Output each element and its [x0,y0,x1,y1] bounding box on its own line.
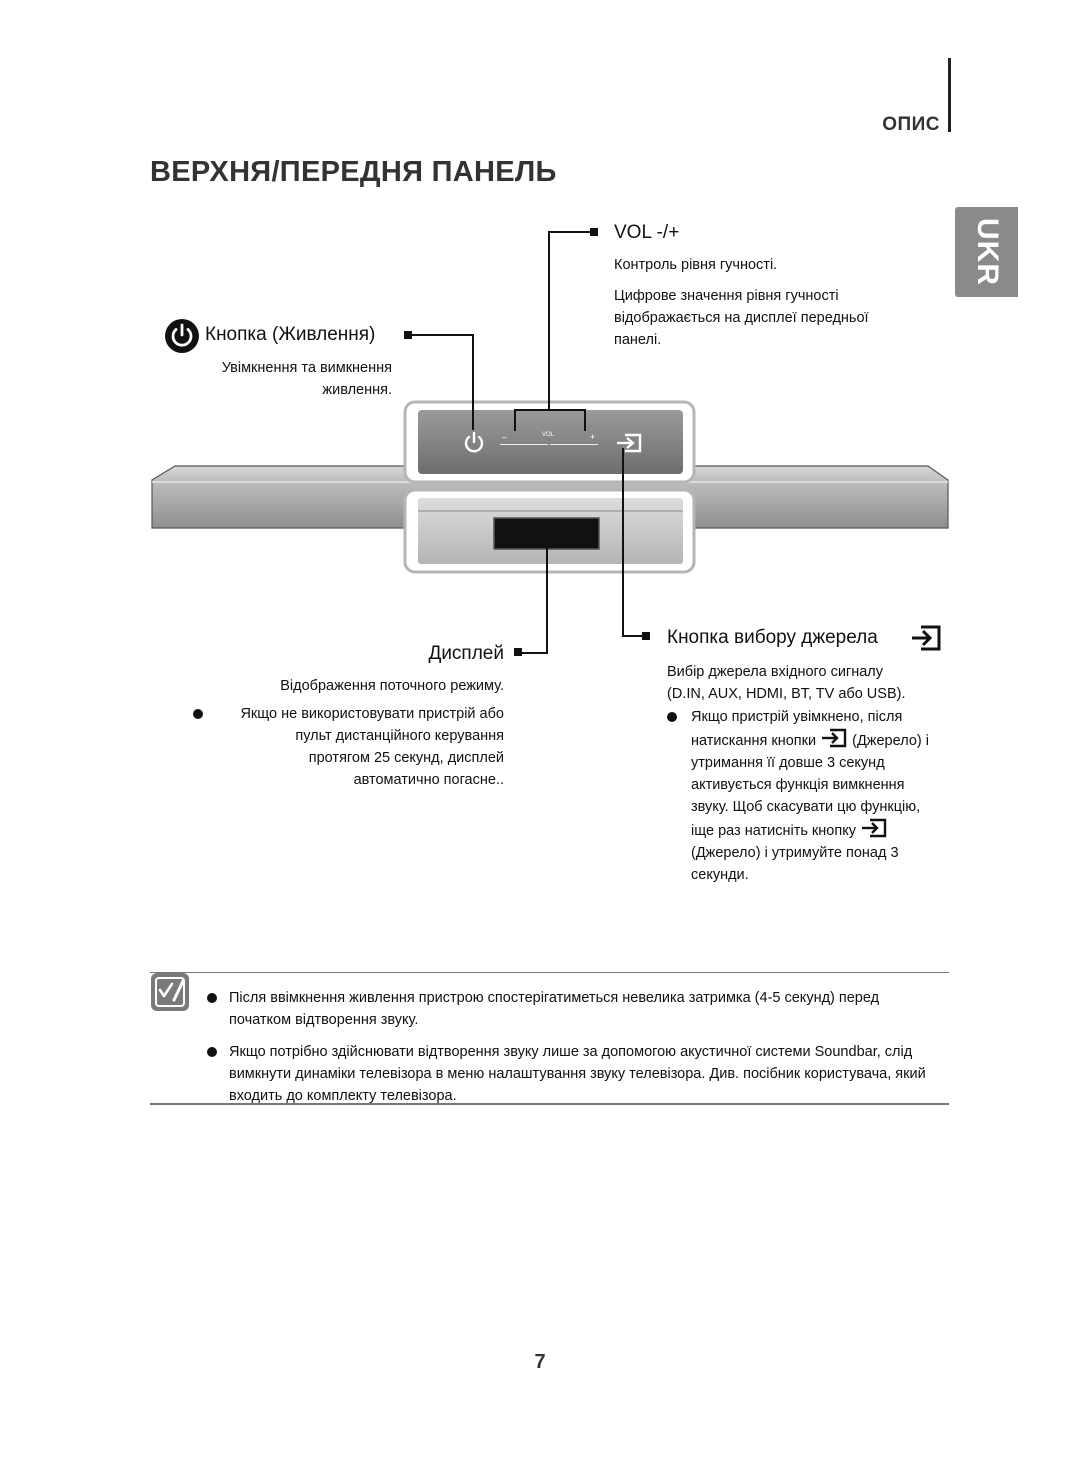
source-marker [642,632,650,640]
note-item: Якщо потрібно здійснювати відтворення зв… [207,1041,942,1107]
display-marker [514,648,522,656]
note-item: Після ввімкнення живлення пристрою спост… [207,987,942,1031]
source-icon-inline [822,728,847,748]
note-icon [151,973,189,1011]
vol-leader-h [548,231,590,233]
notes-rule-bottom [150,1103,949,1105]
display-leader-v [546,540,548,653]
power-leader-h [410,334,474,336]
notes-list: Після ввімкнення живлення пристрою спост… [207,987,942,1107]
section-rule [948,58,951,132]
vol-label-mark: VOL [542,432,555,438]
source-title: Кнопка вибору джерела [667,627,878,648]
power-desc: Увімкнення та вимкнення живлення. [221,360,392,398]
display-bullet-dot [193,709,203,719]
vol-bracket-left [514,409,516,431]
vol-plus-line [550,444,598,445]
power-leader-v [472,334,474,430]
power-icon [165,319,199,353]
vol-desc: Контроль рівня гучності. [614,257,778,273]
device-power-icon [464,431,484,453]
source-icon-inline-2 [861,818,887,838]
vol-plus-mark: + [590,432,596,442]
source-desc: Вибір джерела вхідного сигналу (D.IN, AU… [667,664,906,702]
display-bullet: Якщо не використовувати пристрій або пул… [240,706,504,788]
source-icon [912,625,941,651]
power-title: Кнопка (Живлення) [205,324,376,345]
vol-bracket-top [514,409,586,411]
soundbar-diagram [151,400,949,574]
vol-marker [590,228,598,236]
vol-minus-line [500,444,548,445]
vol-minus-mark: – [502,432,508,442]
page-title: ВЕРХНЯ/ПЕРЕДНЯ ПАНЕЛЬ [150,156,557,188]
vol-leader [548,231,550,410]
source-leader-v [622,448,624,636]
section-label: ОПИС [882,114,940,135]
display-desc: Відображення поточного режиму. [280,678,504,694]
source-bullet-dot [667,712,677,722]
display-leader-h [520,652,548,654]
device-source-icon [617,433,642,453]
source-leader-h [622,635,644,637]
source-bullet: Якщо пристрій увімкнено, після натисканн… [691,709,929,883]
vol-bracket-right [584,409,586,431]
vol-title: VOL -/+ [614,222,680,243]
page-number: 7 [534,1351,546,1373]
notes-rule-top [150,972,949,973]
vol-desc-2: Цифрове значення рівня гучності відображ… [614,288,869,348]
language-tab-label: UKR [970,218,1004,286]
language-tab [955,207,1018,297]
power-marker [404,331,412,339]
display-title: Дисплей [428,643,504,664]
